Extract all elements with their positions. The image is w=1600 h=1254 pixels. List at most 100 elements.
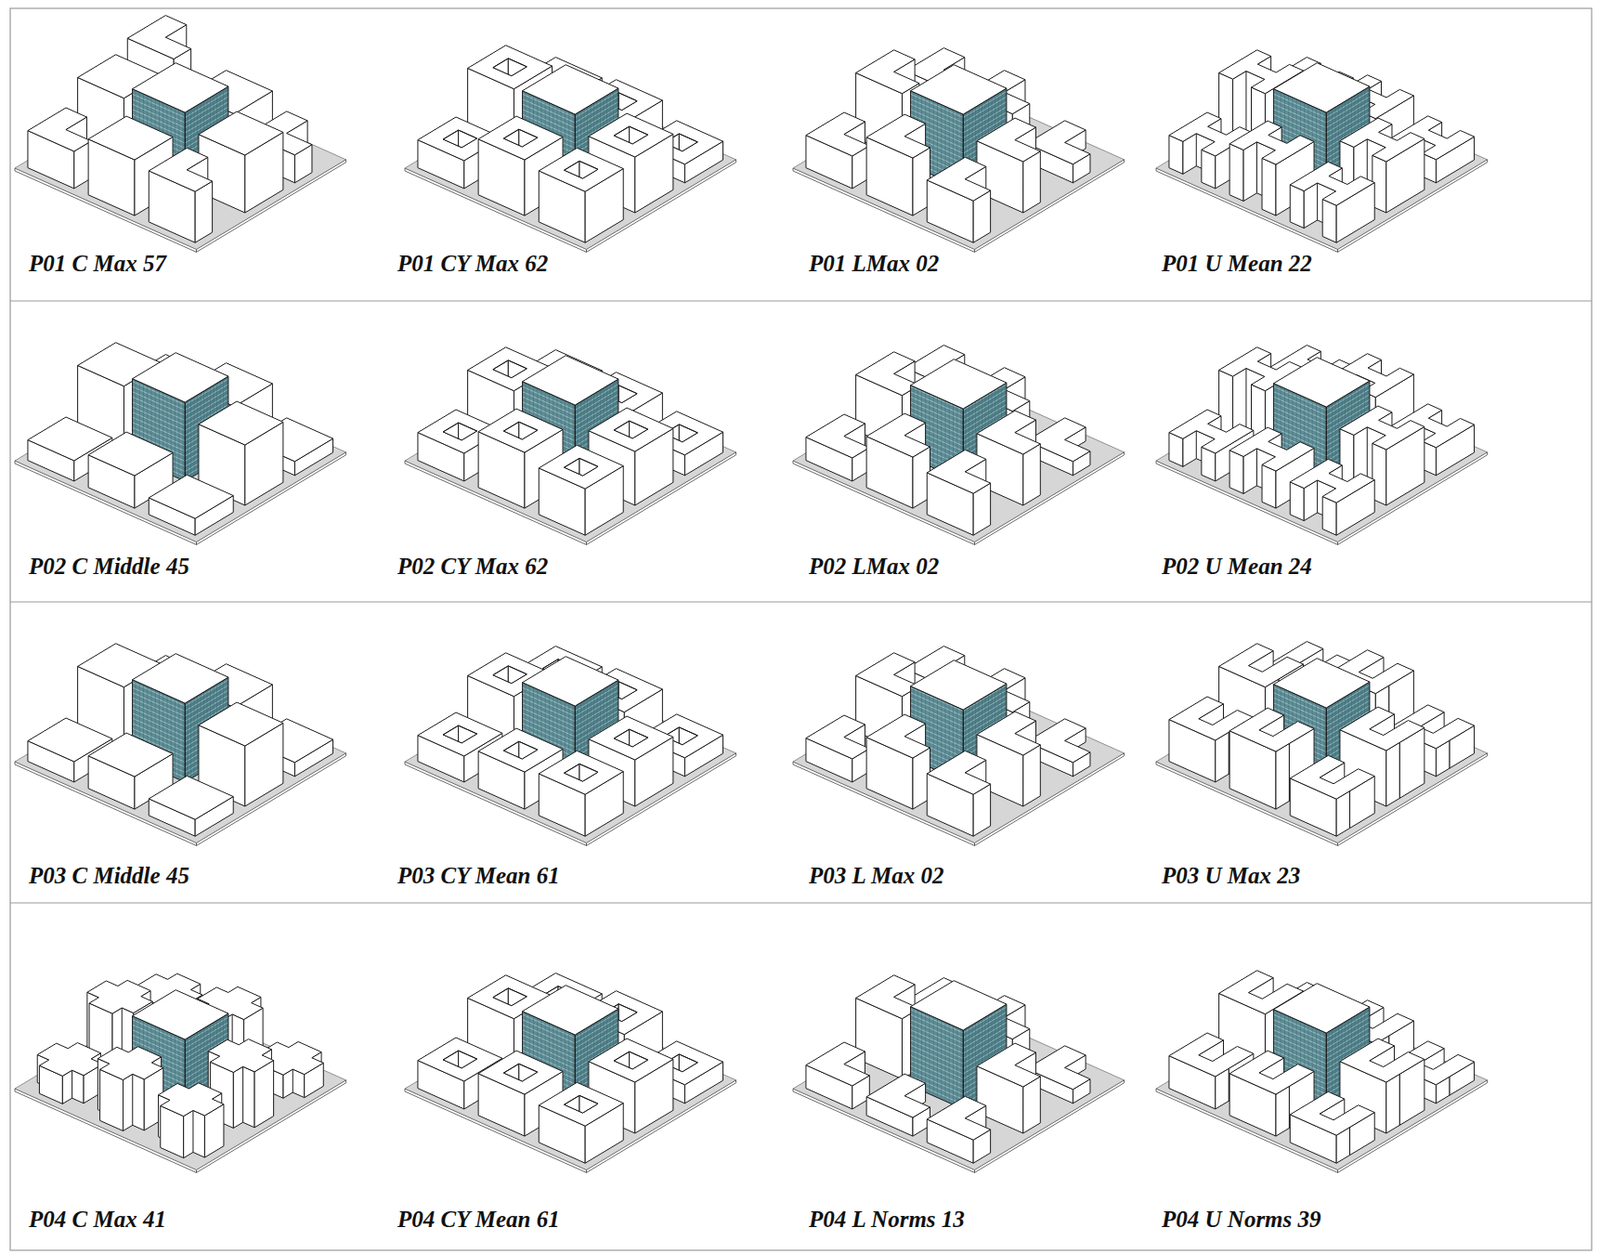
tower-floor-line: [910, 1024, 964, 1048]
tower-mullion: [960, 1028, 962, 1106]
building-wall: [243, 1066, 255, 1128]
tower-floor-line: [132, 717, 186, 742]
tower-roof: [132, 989, 229, 1040]
building-roof: [976, 117, 1041, 162]
urban-block-panel: [793, 975, 1125, 1173]
building-roof: [27, 107, 92, 152]
building-roof: [538, 444, 624, 489]
context-building: [1289, 754, 1375, 836]
courtyard-walls: [442, 1050, 477, 1080]
building-roof: [926, 1095, 990, 1140]
row-divider: [10, 901, 1592, 903]
tower-mullion: [936, 397, 938, 469]
panel-caption: P01 LMax 02: [806, 251, 942, 275]
urban-block-panel: [14, 643, 347, 846]
context-building: [866, 1073, 930, 1136]
building-roof: [856, 351, 920, 396]
context-building: [148, 775, 234, 836]
building-roof: [1339, 706, 1425, 751]
tower-mullion: [921, 1011, 923, 1089]
building-roof: [1289, 1091, 1375, 1135]
courtyard-walls: [564, 1094, 599, 1125]
tower-mullion: [187, 701, 189, 779]
courtyard-rim: [493, 360, 527, 378]
building-wall: [1386, 1073, 1400, 1133]
tower-floor-line: [132, 416, 186, 441]
tower-floor-line: [132, 406, 186, 430]
building-wall: [132, 1073, 144, 1131]
building-roof: [1339, 405, 1425, 450]
panel-caption: P04 L Norms 13: [806, 1207, 968, 1231]
tower-floor-line: [522, 702, 576, 727]
building-roof: [926, 750, 990, 794]
tower-mullion: [940, 1020, 942, 1098]
building-roof: [478, 408, 563, 453]
building-roof: [538, 147, 624, 192]
tower-mullion: [933, 101, 935, 174]
tower-roof: [1274, 357, 1370, 407]
tower-mullion: [187, 400, 189, 478]
tower-mullion: [1315, 402, 1317, 475]
building-roof: [806, 1041, 870, 1086]
context-building: [866, 413, 930, 508]
tower-mullion: [178, 700, 180, 778]
tower-mullion: [952, 1025, 954, 1103]
courtyard-walls: [493, 58, 527, 89]
tower-mullion: [182, 702, 183, 780]
courtyard-rim: [564, 160, 599, 179]
tower-floor-line: [1274, 402, 1327, 426]
urban-block-panel: [14, 342, 347, 546]
courtyard-rim: [503, 421, 537, 440]
courtyard-walls: [564, 457, 599, 488]
context-building: [806, 112, 870, 189]
building-roof: [1289, 161, 1375, 206]
context-building: [806, 715, 870, 782]
building-wall: [1261, 157, 1276, 216]
urban-block-panel: [14, 973, 347, 1172]
building-roof: [478, 116, 563, 160]
tower-mullion: [196, 394, 198, 472]
tower-floor-line: [522, 713, 576, 737]
panel-caption: P04 CY Mean 61: [394, 1207, 563, 1231]
context-building: [37, 1042, 103, 1105]
building-wall: [1289, 481, 1304, 521]
building-roof: [1229, 707, 1314, 752]
panel-illustrations: [14, 15, 1488, 1173]
panel-caption: P03 L Max 02: [806, 863, 948, 887]
courtyard-rim: [442, 1050, 477, 1068]
context-building: [1289, 458, 1375, 535]
context-building: [97, 1046, 163, 1132]
tower-floor-line: [132, 412, 186, 436]
building-roof: [806, 715, 870, 759]
row-divider: [10, 600, 1592, 602]
tower-mullion: [940, 700, 942, 771]
tower-floor-line: [522, 1029, 576, 1054]
building-roof: [198, 111, 284, 156]
building-roof: [1229, 427, 1314, 471]
courtyard-rim: [493, 665, 527, 684]
tower-mullion: [972, 1024, 974, 1102]
courtyard-walls: [442, 422, 477, 453]
tower-floor-line: [132, 707, 186, 731]
building-wall: [1261, 464, 1276, 508]
urban-block-panel: [793, 646, 1125, 846]
building-roof: [926, 449, 990, 494]
courtyard-rim: [613, 1051, 648, 1069]
tower-roof: [1274, 63, 1370, 113]
building-roof: [198, 401, 284, 445]
urban-block-panel: [793, 345, 1125, 546]
tower-mullion: [933, 696, 935, 768]
tower-mullion: [944, 105, 946, 179]
building-roof: [478, 728, 563, 772]
panel-caption: P03 CY Mean 61: [394, 863, 563, 887]
panel-caption: P01 U Mean 22: [1158, 251, 1315, 275]
building-wall: [1322, 199, 1337, 244]
context-building: [866, 714, 930, 809]
building-wall: [1289, 184, 1304, 229]
urban-block-panel: [404, 646, 737, 846]
tower-floor-line: [910, 1029, 964, 1054]
tower-mullion: [917, 1009, 919, 1087]
building-roof: [88, 116, 173, 160]
courtyard-rim: [613, 420, 648, 439]
building-roof: [198, 702, 284, 746]
